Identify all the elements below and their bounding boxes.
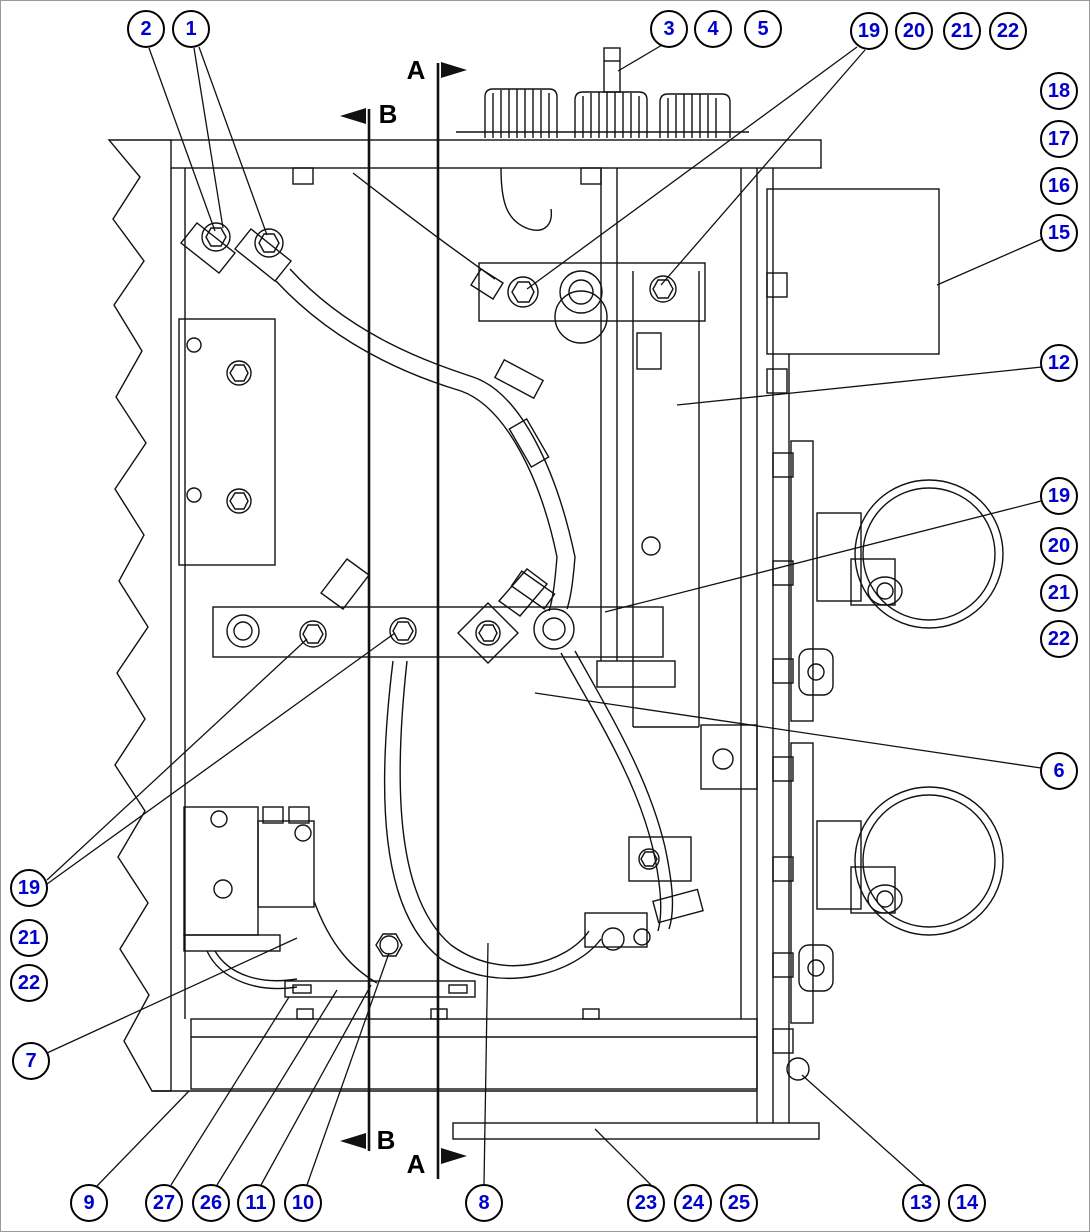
callout-number: 22 [996,20,1020,42]
callout-balloon-23[interactable]: 23 [627,1184,665,1222]
callout-number: 19 [1047,485,1071,507]
section-b-top-arrow-icon [340,108,366,124]
callout-balloon-19-right[interactable]: 19 [1040,477,1078,515]
callout-balloon-18[interactable]: 18 [1040,72,1078,110]
callout-number: 21 [17,927,41,949]
callout-number: 13 [909,1192,933,1214]
callout-number: 7 [25,1050,37,1072]
callout-balloon-26[interactable]: 26 [192,1184,230,1222]
callout-balloon-16[interactable]: 16 [1040,167,1078,205]
leader-lines [46,44,1043,1187]
callout-number: 15 [1047,222,1071,244]
callout-number: 4 [707,18,719,40]
callout-number: 17 [1047,128,1071,150]
callout-balloon-21-left[interactable]: 21 [10,919,48,957]
callout-balloon-21-right[interactable]: 21 [1040,574,1078,612]
callout-balloon-22-top[interactable]: 22 [989,12,1027,50]
callout-balloon-24[interactable]: 24 [674,1184,712,1222]
section-a-top-arrow-icon [441,62,467,78]
callout-number: 22 [1047,628,1071,650]
assembly-drawing [107,47,1004,1140]
callout-number: 24 [681,1192,705,1214]
callout-number: 6 [1053,760,1065,782]
callout-number: 5 [757,18,769,40]
callout-number: 19 [17,877,41,899]
callout-balloon-22-left[interactable]: 22 [10,964,48,1002]
callout-number: 21 [950,20,974,42]
callout-number: 21 [1047,582,1071,604]
callout-number: 22 [17,972,41,994]
callout-number: 20 [1047,535,1071,557]
callout-balloon-21-top[interactable]: 21 [943,12,981,50]
callout-balloon-4[interactable]: 4 [694,10,732,48]
section-label-a-top: A [406,55,426,85]
callout-balloon-20-top[interactable]: 20 [895,12,933,50]
callout-balloon-14[interactable]: 14 [948,1184,986,1222]
callout-number: 19 [857,20,881,42]
section-b-bottom-arrow-icon [340,1133,366,1149]
callout-balloon-9[interactable]: 9 [70,1184,108,1222]
callout-balloon-5[interactable]: 5 [744,10,782,48]
callout-balloon-13[interactable]: 13 [902,1184,940,1222]
callout-number: 1 [185,18,197,40]
callout-number: 9 [83,1192,95,1214]
section-lines [367,63,440,1179]
callout-balloon-1[interactable]: 1 [172,10,210,48]
section-label-b-bottom: B [376,1125,396,1155]
callout-balloon-22-right[interactable]: 22 [1040,620,1078,658]
callout-number: 18 [1047,80,1071,102]
callout-number: 2 [140,18,152,40]
callout-balloon-15[interactable]: 15 [1040,214,1078,252]
callout-number: 10 [291,1192,315,1214]
callout-number: 14 [955,1192,979,1214]
callout-number: 3 [663,18,675,40]
callout-balloon-19-left[interactable]: 19 [10,869,48,907]
callout-balloon-2[interactable]: 2 [127,10,165,48]
callout-balloon-27[interactable]: 27 [145,1184,183,1222]
callout-number: 25 [727,1192,751,1214]
callout-balloon-25[interactable]: 25 [720,1184,758,1222]
callout-balloon-10[interactable]: 10 [284,1184,322,1222]
callout-number: 8 [478,1192,490,1214]
callout-balloon-12[interactable]: 12 [1040,344,1078,382]
callout-number: 23 [634,1192,658,1214]
callout-number: 12 [1047,352,1071,374]
callout-balloon-20-right[interactable]: 20 [1040,527,1078,565]
callout-number: 20 [902,20,926,42]
callout-balloon-7[interactable]: 7 [12,1042,50,1080]
callout-balloon-3[interactable]: 3 [650,10,688,48]
callout-balloon-8[interactable]: 8 [465,1184,503,1222]
callout-number: 11 [245,1192,267,1214]
section-a-bottom-arrow-icon [441,1148,467,1164]
callout-number: 26 [199,1192,223,1214]
callout-number: 16 [1047,175,1071,197]
callout-balloon-6[interactable]: 6 [1040,752,1078,790]
callout-number: 27 [152,1192,176,1214]
section-arrows [340,62,467,1164]
callout-balloon-11[interactable]: 11 [237,1184,275,1222]
callout-balloon-17[interactable]: 17 [1040,120,1078,158]
section-label-a-bottom: A [406,1149,426,1179]
callout-balloon-19-top[interactable]: 19 [850,12,888,50]
section-label-b-top: B [378,99,398,129]
